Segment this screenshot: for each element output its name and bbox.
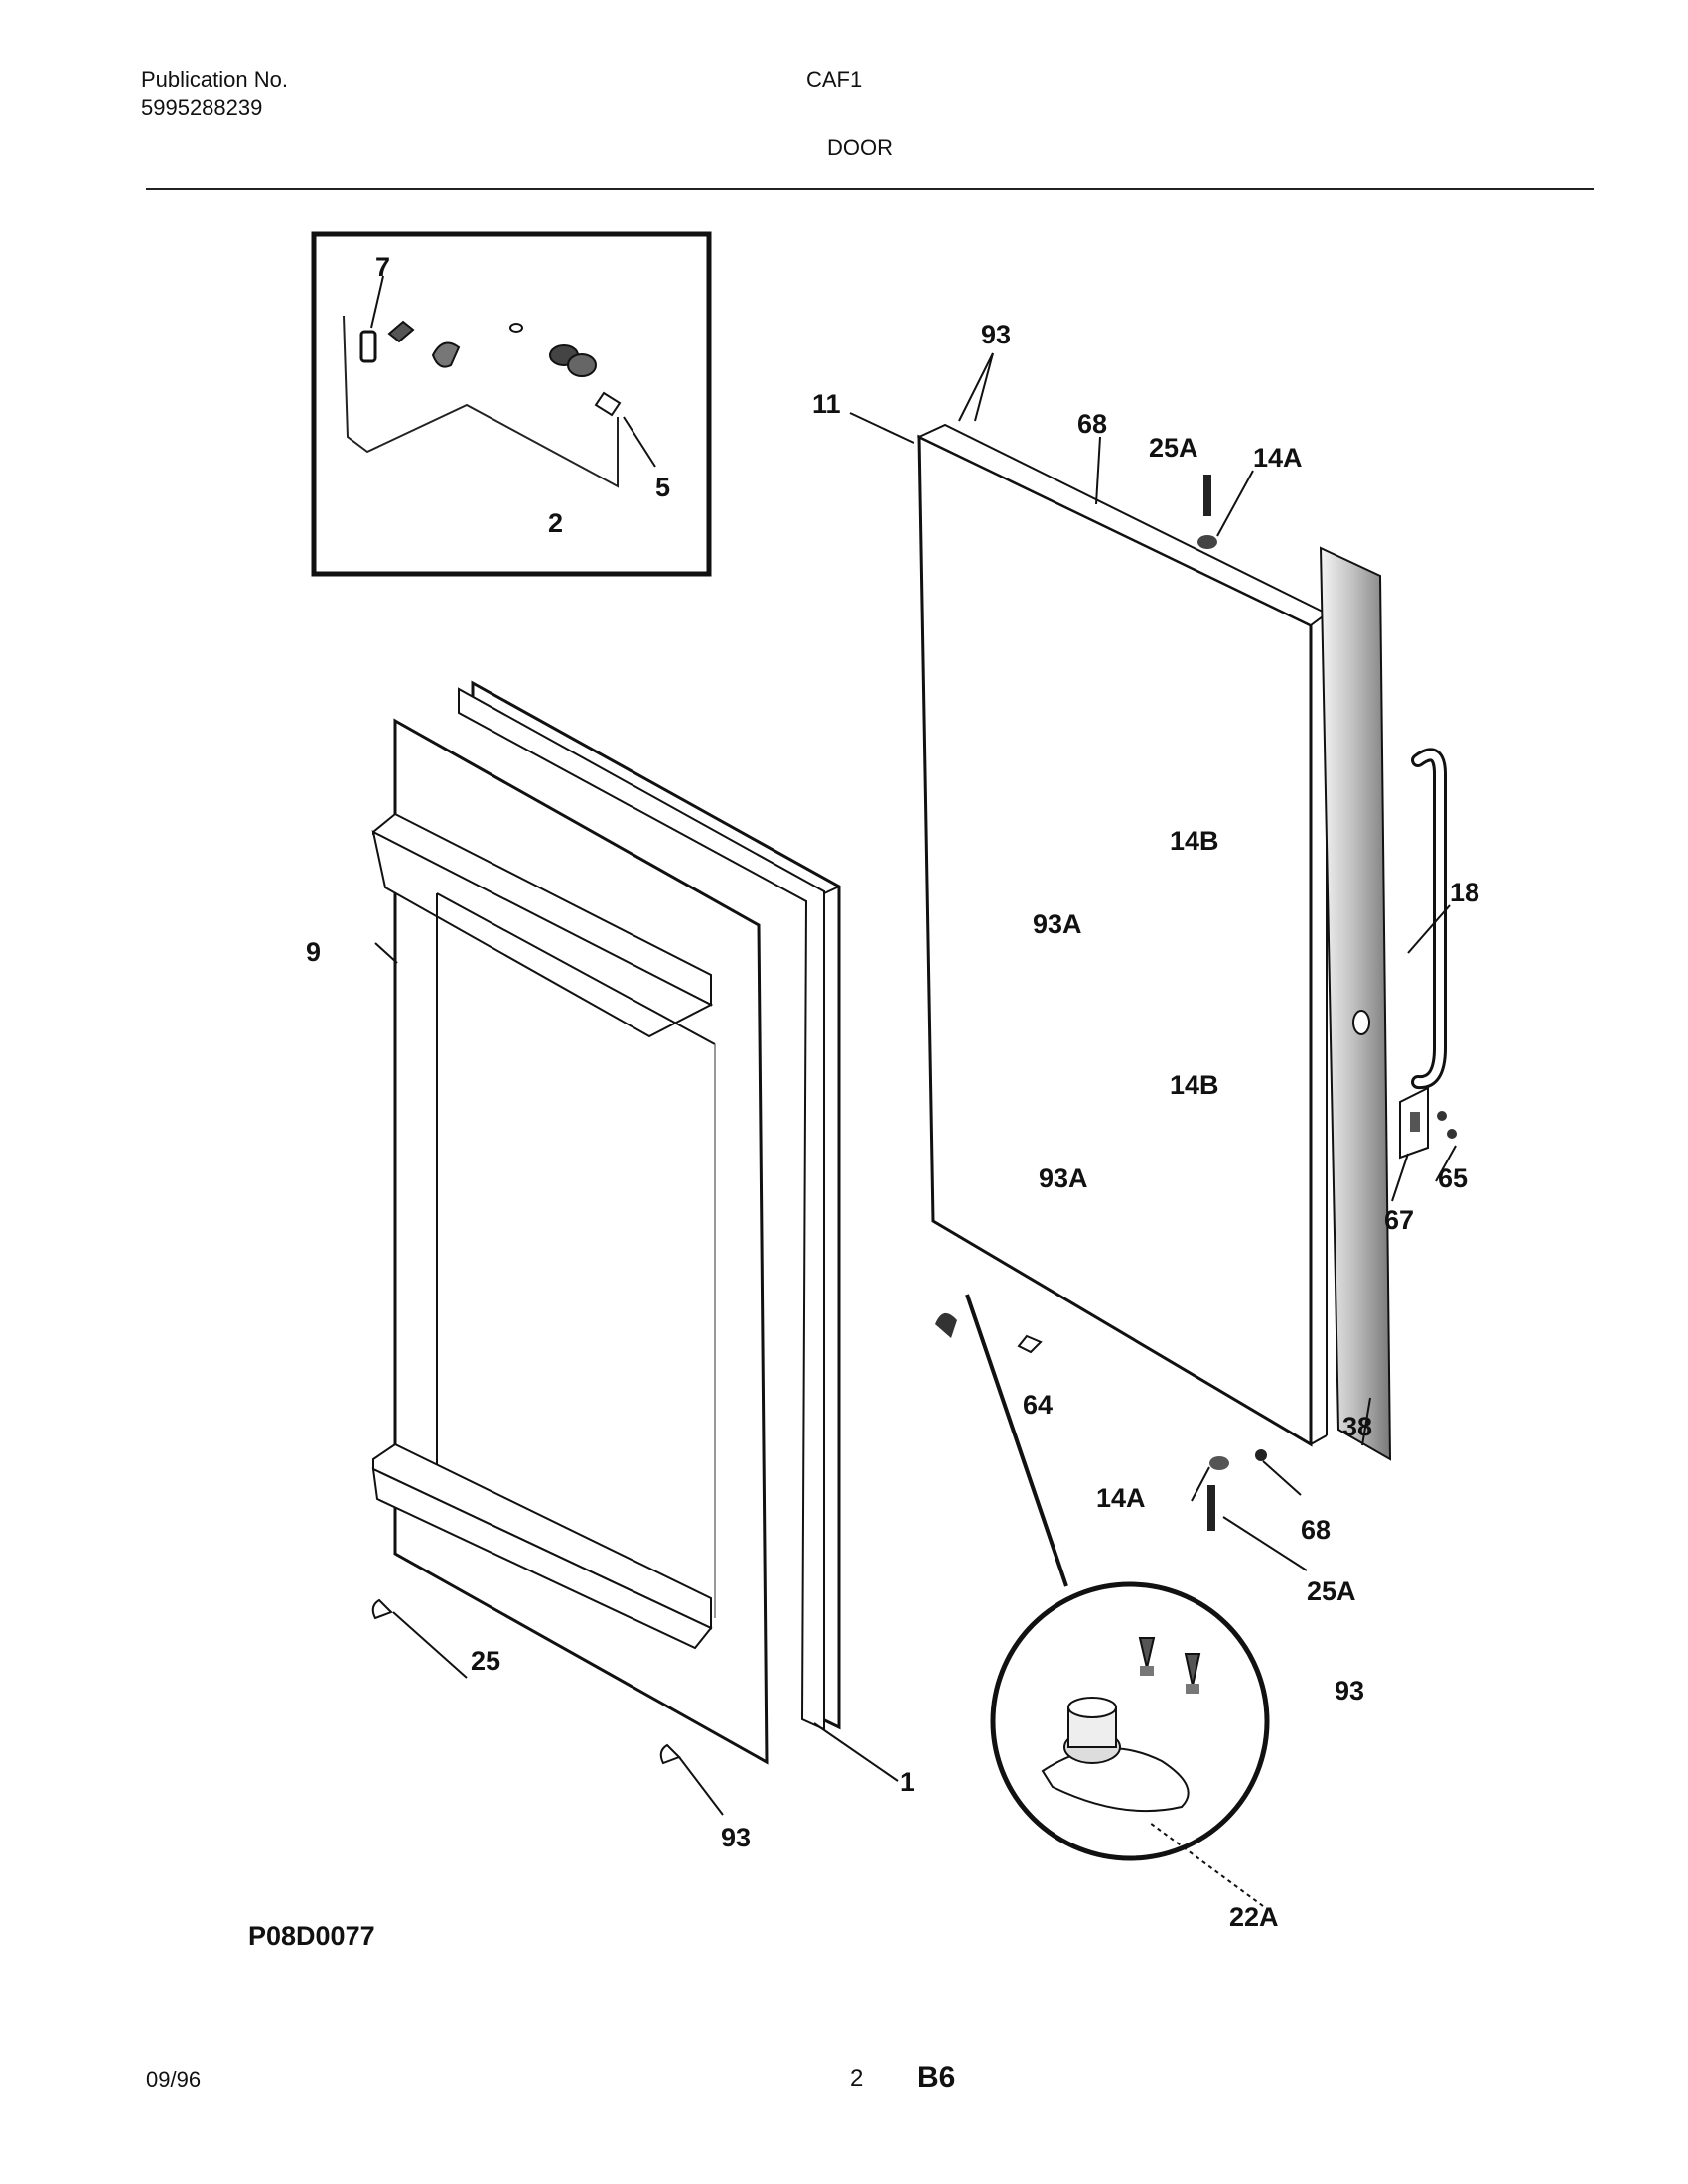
callout-11: 11 (812, 389, 841, 419)
section-title: DOOR (827, 135, 893, 160)
callout-93-bottom: 93 (721, 1823, 751, 1852)
callout-7: 7 (375, 252, 390, 282)
callout-18: 18 (1450, 878, 1479, 907)
callout-1: 1 (900, 1767, 914, 1797)
callout-93a-a: 93A (1033, 909, 1082, 939)
callout-25a-bottom: 25A (1307, 1576, 1356, 1606)
publication-number: 5995288239 (141, 95, 263, 120)
door-handle (1411, 748, 1447, 1090)
callout-67: 67 (1384, 1205, 1414, 1235)
lock-key-icon (359, 330, 377, 363)
callout-93-top: 93 (981, 320, 1011, 349)
leader-lines (374, 352, 1457, 1907)
callout-9: 9 (306, 937, 321, 967)
page-code: B6 (917, 2061, 956, 2094)
callout-64: 64 (1023, 1390, 1053, 1420)
drawing-id: P08D0077 (248, 1921, 375, 1951)
callout-25a-top: 25A (1149, 433, 1198, 463)
callout-38: 38 (1342, 1412, 1372, 1441)
callout-93-right: 93 (1335, 1676, 1364, 1706)
callout-2: 2 (548, 508, 563, 538)
callout-14b-b: 14B (1170, 1070, 1219, 1100)
hardware-screws (371, 475, 1267, 1765)
callout-22a: 22A (1229, 1902, 1279, 1932)
inner-door-panel (371, 718, 769, 1765)
lock-assembly-inset (311, 231, 712, 577)
publication-label: Publication No. (141, 68, 288, 92)
page-number: 2 (850, 2065, 864, 2092)
callout-14a-bottom: 14A (1096, 1483, 1146, 1513)
publication-date: 09/96 (146, 2067, 202, 2092)
hinge-pin-detail (935, 1294, 1270, 1861)
model-number: CAF1 (806, 68, 863, 92)
callout-65: 65 (1438, 1163, 1468, 1193)
screw-icon (1203, 475, 1211, 516)
callout-5: 5 (655, 473, 670, 502)
callout-14a-top: 14A (1253, 443, 1303, 473)
callout-93a-b: 93A (1039, 1163, 1088, 1193)
hinge-bracket (1399, 1086, 1457, 1160)
handle-trim-strip (1319, 546, 1392, 1461)
callout-25: 25 (471, 1646, 500, 1676)
callout-68-bottom: 68 (1301, 1515, 1331, 1545)
callout-68-top: 68 (1077, 409, 1107, 439)
callout-14b-a: 14B (1170, 826, 1219, 856)
outer-door-panel (916, 423, 1329, 1447)
header-divider (146, 188, 1594, 190)
door-frame-gasket (458, 680, 841, 1731)
